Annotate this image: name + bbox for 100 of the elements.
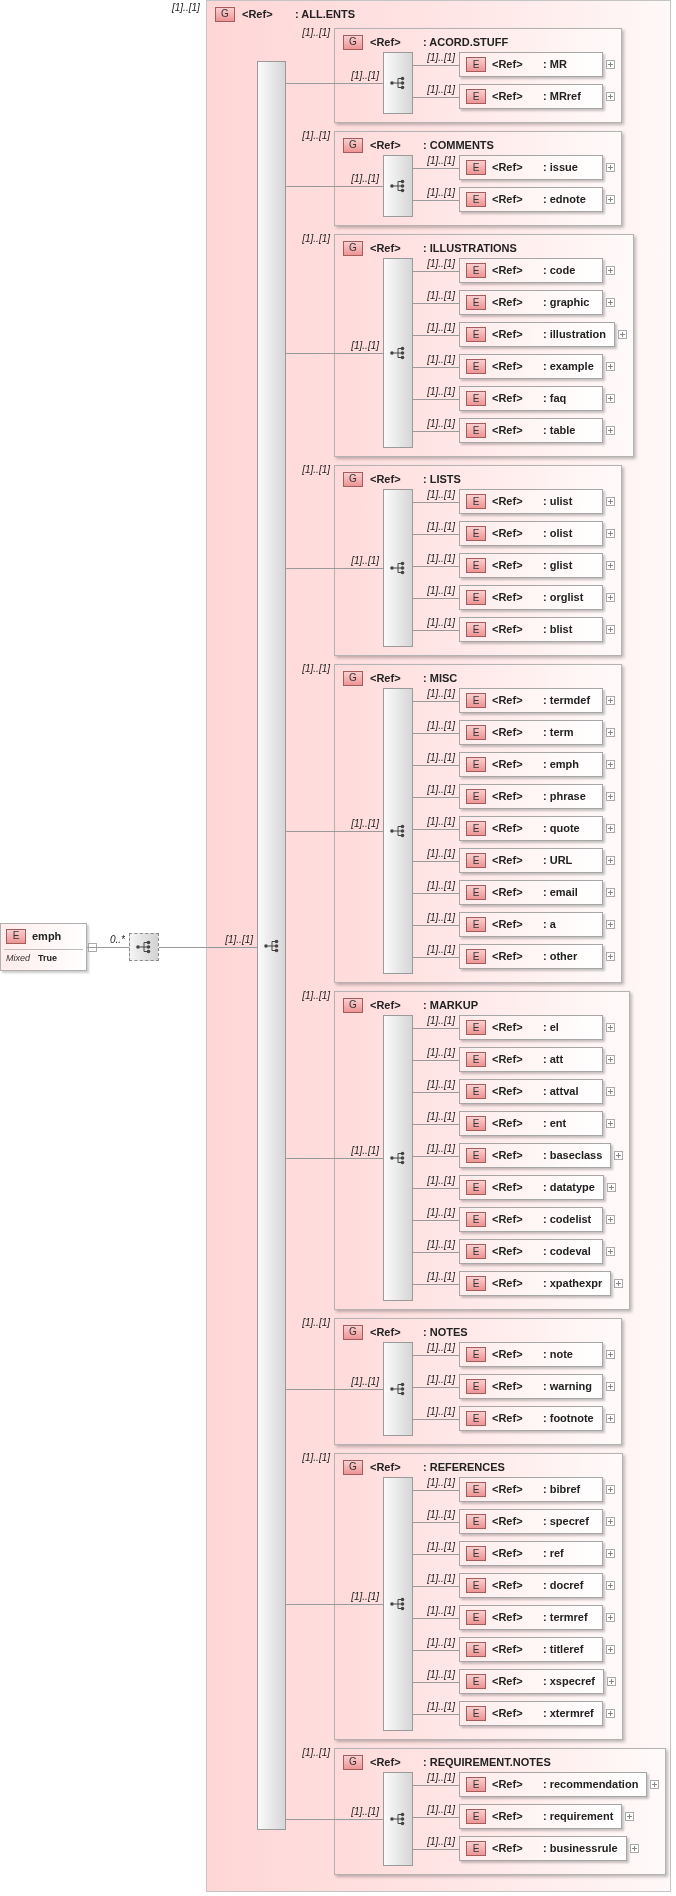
element-box bbox=[459, 354, 603, 379]
element-name: : ent bbox=[543, 1116, 567, 1132]
ref-label: <Ref> bbox=[492, 1546, 524, 1562]
type-badge: E bbox=[466, 622, 486, 637]
element-box bbox=[459, 1342, 603, 1367]
edge-label: [1]..[1] bbox=[427, 1046, 455, 1059]
element-box bbox=[459, 720, 603, 745]
compositor-bar bbox=[383, 52, 413, 114]
element-box bbox=[459, 912, 603, 937]
edge-label: [1]..[1] bbox=[427, 584, 455, 597]
type-badge: E bbox=[466, 1546, 486, 1561]
compositor-bar bbox=[383, 1342, 413, 1436]
type-badge: E bbox=[466, 1020, 486, 1035]
element-name: : URL bbox=[543, 853, 573, 869]
ref-label: <Ref> bbox=[492, 263, 524, 279]
type-badge: E bbox=[466, 423, 486, 438]
ref-label: <Ref> bbox=[492, 1180, 524, 1196]
property-value: True bbox=[38, 951, 58, 965]
cardinality-label: [1]..[1] bbox=[302, 130, 330, 142]
edge-label: [1]..[1] bbox=[427, 488, 455, 501]
element-box bbox=[459, 1374, 603, 1399]
element-name: : requirement bbox=[543, 1809, 614, 1825]
type-badge: E bbox=[466, 57, 486, 72]
element-box bbox=[459, 1804, 623, 1829]
group-box bbox=[334, 991, 631, 1310]
ref-label: <Ref> bbox=[492, 1841, 524, 1857]
connector-line bbox=[285, 83, 384, 84]
ref-label: <Ref> bbox=[370, 1460, 402, 1475]
element-name: : codelist bbox=[543, 1212, 592, 1228]
connector-line bbox=[412, 431, 460, 432]
element-name: : businessrule bbox=[543, 1841, 618, 1857]
connector-line bbox=[412, 566, 460, 567]
type-badge: G bbox=[343, 240, 363, 256]
element-name: : a bbox=[543, 917, 556, 933]
type-badge: G bbox=[343, 997, 363, 1013]
element-box bbox=[459, 880, 603, 905]
group-name: : REQUIREMENT.NOTES bbox=[423, 1755, 551, 1770]
ref-label: <Ref> bbox=[492, 1244, 524, 1260]
edge-label: [1]..[1] bbox=[427, 1142, 455, 1155]
element-name: : xtermref bbox=[543, 1706, 594, 1722]
cardinality-label: [1]..[1] bbox=[302, 27, 330, 39]
connector-line bbox=[412, 1060, 460, 1061]
group-name: : NOTES bbox=[423, 1325, 468, 1340]
edge-label: [1]..[1] bbox=[351, 69, 379, 82]
element-box bbox=[459, 187, 603, 212]
type-badge: E bbox=[466, 89, 486, 104]
element-box bbox=[459, 688, 603, 713]
ref-label: <Ref> bbox=[492, 590, 524, 606]
type-badge: E bbox=[466, 1841, 486, 1856]
edge-label: [1]..[1] bbox=[427, 1373, 455, 1386]
ref-label: <Ref> bbox=[370, 241, 402, 256]
type-badge: G bbox=[215, 6, 235, 22]
ref-label: <Ref> bbox=[492, 192, 524, 208]
element-box bbox=[459, 84, 603, 109]
element-box bbox=[459, 784, 603, 809]
element-box bbox=[459, 1015, 603, 1040]
connector-line bbox=[412, 1387, 460, 1388]
edge-label: [1]..[1] bbox=[351, 554, 379, 567]
edge-label: [1]..[1] bbox=[427, 1668, 455, 1681]
connector-line bbox=[412, 1355, 460, 1356]
connector-line bbox=[412, 367, 460, 368]
edge-label: [1]..[1] bbox=[427, 783, 455, 796]
connector-line bbox=[412, 502, 460, 503]
ref-label: <Ref> bbox=[370, 1325, 402, 1340]
compositor-bar bbox=[257, 61, 286, 1830]
ref-label: <Ref> bbox=[492, 1809, 524, 1825]
element-name: : ulist bbox=[543, 494, 573, 510]
connector-line bbox=[412, 1419, 460, 1420]
edge-label: [1]..[1] bbox=[427, 1238, 455, 1251]
connector-line bbox=[412, 1284, 460, 1285]
connector-line bbox=[412, 829, 460, 830]
edge-label: [1]..[1] bbox=[427, 1014, 455, 1027]
group-name: : ALL.ENTS bbox=[295, 7, 356, 22]
ref-label: <Ref> bbox=[492, 423, 524, 439]
edge-label: [1]..[1] bbox=[427, 83, 455, 96]
connector-line bbox=[412, 65, 460, 66]
connector-line bbox=[412, 1618, 460, 1619]
connector-line bbox=[412, 1124, 460, 1125]
type-badge: E bbox=[466, 885, 486, 900]
edge-label: [1]..[1] bbox=[427, 1206, 455, 1219]
connector-line bbox=[412, 733, 460, 734]
element-name: : issue bbox=[543, 160, 578, 176]
ref-label: <Ref> bbox=[492, 1052, 524, 1068]
type-badge: G bbox=[343, 670, 363, 686]
type-badge: G bbox=[343, 137, 363, 153]
type-badge: E bbox=[466, 1180, 486, 1195]
element-name: : attval bbox=[543, 1084, 579, 1100]
group-box bbox=[206, 0, 671, 1892]
type-badge: E bbox=[466, 757, 486, 772]
connector-line bbox=[412, 1252, 460, 1253]
edge-label: [1]..[1] bbox=[427, 417, 455, 430]
ref-label: <Ref> bbox=[492, 295, 524, 311]
connector-line bbox=[412, 1490, 460, 1491]
edge-label: [1]..[1] bbox=[427, 1341, 455, 1354]
connector-line bbox=[412, 1092, 460, 1093]
ref-label: <Ref> bbox=[492, 1777, 524, 1793]
type-badge: E bbox=[466, 725, 486, 740]
type-badge: E bbox=[466, 1578, 486, 1593]
edge-label: [1]..[1] bbox=[427, 687, 455, 700]
ref-label: <Ref> bbox=[492, 821, 524, 837]
